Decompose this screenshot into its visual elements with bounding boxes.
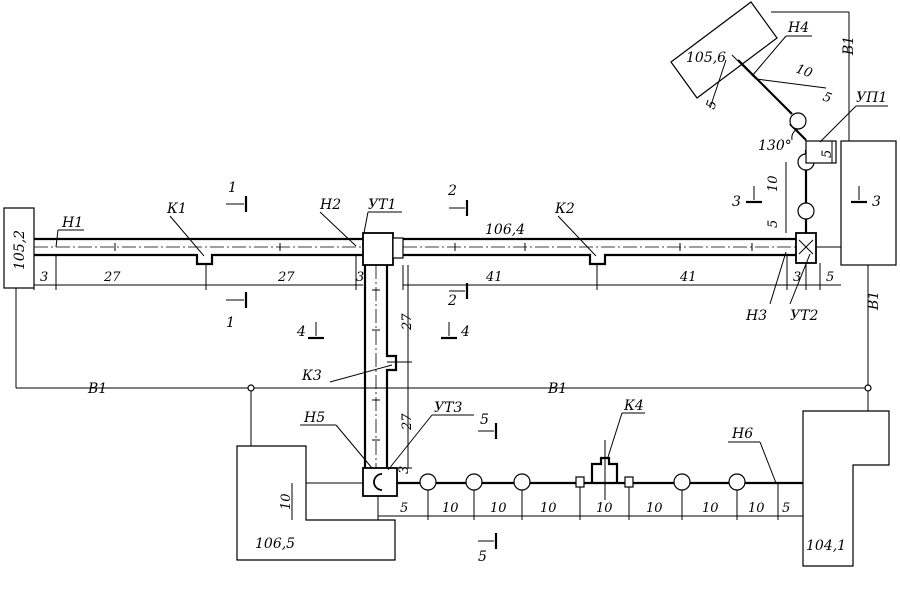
label-n2: Н2 [319, 197, 341, 213]
section-3-left: 3 [732, 194, 741, 210]
label-k3: К3 [301, 368, 322, 384]
label-ut2: УТ2 [790, 308, 818, 324]
dim-bot-10b: 10 [490, 501, 507, 516]
block-left [3, 207, 35, 289]
dim-bot-10d: 10 [596, 501, 613, 516]
label-k2: К2 [554, 201, 575, 217]
dim-vert-27a: 27 [400, 313, 415, 331]
water-line-b1 [15, 11, 872, 446]
dim-bot-5b: 5 [782, 501, 790, 516]
dim-side-10: 10 [279, 493, 294, 510]
section-5-top: 5 [480, 412, 489, 428]
label-n1: Н1 [61, 215, 83, 231]
label-n4: Н4 [787, 20, 809, 36]
water-line-label-4: В1 [841, 36, 857, 56]
block-left-label: 105,2 [12, 230, 28, 270]
bottom-pipe [306, 440, 803, 500]
right-riser [731, 54, 837, 233]
section-markers [226, 186, 867, 549]
label-n6: Н6 [731, 426, 753, 442]
water-line-label-3: В1 [866, 291, 882, 311]
fitting-ut2 [795, 232, 817, 264]
dimension-lines [33, 35, 888, 520]
label-ut1: УТ1 [368, 197, 396, 213]
block-bottom-right-label: 104,1 [806, 538, 846, 554]
dim-top-27b: 27 [277, 270, 295, 285]
dim-bot-10f: 10 [702, 501, 719, 516]
dim-diag-10: 10 [794, 62, 815, 82]
dim-bot-5a: 5 [400, 501, 408, 516]
dim-top-3c: 3 [793, 270, 801, 285]
dim-riser-5b: 5 [820, 150, 835, 158]
label-n3: Н3 [745, 308, 767, 324]
label-k1: К1 [166, 201, 187, 217]
dim-vert-3: 3 [397, 466, 412, 474]
dim-bot-10a: 10 [442, 501, 459, 516]
dim-riser-10: 10 [766, 175, 781, 192]
section-4-left: 4 [296, 324, 306, 340]
block-top-right-label: 105,6 [686, 50, 726, 66]
dim-bot-10g: 10 [748, 501, 765, 516]
main-horizontal-pipe [34, 237, 841, 266]
dim-top-27a: 27 [103, 270, 121, 285]
section-3-right: 3 [872, 194, 881, 210]
block-bottom-left-label: 106,5 [255, 536, 295, 552]
water-line-label-1: В1 [87, 381, 107, 397]
dim-vert-27b: 27 [400, 413, 415, 431]
section-1-top: 1 [228, 180, 237, 196]
label-angle: 130° [758, 138, 792, 154]
block-bottom-right [802, 410, 890, 567]
section-1-bottom: 1 [226, 315, 235, 331]
block-bottom-left [236, 445, 396, 561]
label-ut3: УТ3 [434, 400, 462, 416]
dim-bot-10e: 10 [646, 501, 663, 516]
section-5-bottom: 5 [478, 549, 487, 565]
building-right [840, 140, 897, 266]
fitting-ut3 [362, 467, 398, 497]
block-top-right [670, 1, 778, 99]
dim-diag-5a: 5 [821, 90, 834, 107]
dim-top-3b: 3 [356, 270, 364, 285]
dim-top-5: 5 [826, 270, 834, 285]
label-elevation-main: 106,4 [485, 222, 525, 238]
vertical-pipe [363, 265, 398, 468]
dim-top-3a: 3 [40, 270, 48, 285]
section-4-right: 4 [460, 324, 470, 340]
section-2-bottom: 2 [447, 293, 457, 309]
dim-bot-10c: 10 [540, 501, 557, 516]
label-n5: Н5 [303, 410, 325, 426]
dim-top-41b: 41 [679, 270, 697, 285]
label-up1: УП1 [856, 90, 887, 106]
label-k4: К4 [623, 398, 644, 414]
section-2-top: 2 [447, 183, 457, 199]
dim-top-41a: 41 [485, 270, 503, 285]
dim-riser-5: 5 [766, 220, 781, 228]
fitting-ut1 [362, 232, 404, 266]
water-line-label-2: В1 [547, 381, 567, 397]
